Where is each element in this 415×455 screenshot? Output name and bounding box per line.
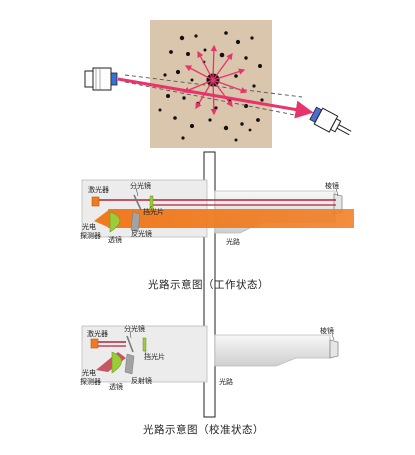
working-scatter-cone [94,209,110,228]
particle-dot [173,116,177,120]
working-label-laser: 激光器 [88,185,109,194]
calibration-prism-shape [329,339,339,359]
working-lens [109,211,121,233]
particle-dot [181,136,185,140]
scatter-arrow [212,79,233,108]
scatter-arrow [212,52,233,81]
working-caption: 光路示意图（工作状态） [148,278,269,291]
working-scatter-beam [108,209,354,228]
calibration-label-block-plate: 挡光片 [144,352,165,361]
particle-dot [258,64,262,68]
working-label-beam-splitter: 分光镜 [130,181,151,190]
working-laser-source [91,196,100,207]
dashed-line-lower [124,81,301,117]
receiver-sensor-icon [309,106,352,136]
particle-dot [219,52,225,58]
particle-dot [244,56,248,60]
particle-dot [240,122,244,126]
particle-dot [190,78,194,82]
particle-dot [194,34,198,38]
scatter-arrows [182,44,248,116]
scatter-arrow [212,79,248,94]
particle-dot [256,118,260,122]
calibration-beam-splitter [126,335,134,353]
dashed-line-upper [124,74,303,98]
particle-dot [186,52,190,56]
particle-dot [223,125,229,131]
working-label-light-path: 光路 [226,237,240,246]
working-label-detector-2: 探测器 [80,231,101,240]
laser-emitter-icon [84,67,118,91]
particle-dot [179,35,185,41]
particle-dot [214,106,218,110]
particle-dot [224,31,228,35]
calibration-caption: 光路示意图（校准状态） [143,423,264,436]
particles [158,31,264,142]
scatter-arrow [210,79,218,116]
particle-dot [166,94,170,98]
scatter-arrow [210,44,218,81]
scatter-arrow [197,50,214,81]
scatter-illustration [84,20,352,148]
calibration-state-diagram: 激光器 分光镜 棱镜 挡光片 光电 探测器 透镜 反射镜 光路 [80,324,339,391]
particle-dot [189,123,195,129]
working-label-block-plate: 挡光片 [143,207,164,216]
calibration-label-reflector: 反射镜 [131,376,152,385]
calibration-housing [81,325,208,383]
scatter-arrow [212,68,246,81]
particle-dot [248,128,252,132]
particle-dot [208,118,212,122]
working-block-plate [149,195,154,211]
working-label-reflector: 反光镜 [131,229,152,238]
calibration-reflector [124,353,135,375]
calibration-label-beam-splitter: 分光镜 [124,324,145,333]
particle-dot [182,96,186,100]
working-reflector [130,211,141,233]
calibration-laser-source [90,338,99,349]
working-state-diagram: 激光器 分光镜 棱镜 挡光片 光电 探测器 透镜 反光镜 光路 [80,179,354,246]
calibration-tube [214,334,331,367]
particle-dot [169,50,173,54]
particle-dot [252,84,256,88]
particle-dot [234,74,238,78]
calibration-label-light-path: 光路 [219,377,233,386]
particle-dot [235,39,241,45]
calibration-block-plate [142,337,147,352]
particle-dot [203,48,207,52]
calibration-label-laser: 激光器 [87,329,108,338]
scatter-arrow [184,65,214,81]
particle-dot [175,69,181,75]
calibration-label-detector-1: 光电 [82,368,96,377]
probe-pipe [203,151,216,418]
calibration-label-lens: 透镜 [109,382,123,391]
particle-dot [250,36,254,40]
working-label-detector-1: 光电 [82,222,96,231]
particle-dot [163,73,167,77]
particle-dot [158,108,162,112]
working-beam-splitter [133,194,142,211]
scatter-arrow [182,79,214,94]
particle-dot [260,98,264,102]
calibration-label-prism: 棱镜 [320,326,334,335]
calibration-lens [111,351,122,374]
calibration-label-detector-2: 探测器 [80,377,101,386]
working-label-lens: 透镜 [108,235,122,244]
particle-dot [244,104,248,108]
working-label-prism: 棱镜 [325,181,339,190]
particle-dot [234,138,238,142]
scatter-arrow [195,79,214,110]
